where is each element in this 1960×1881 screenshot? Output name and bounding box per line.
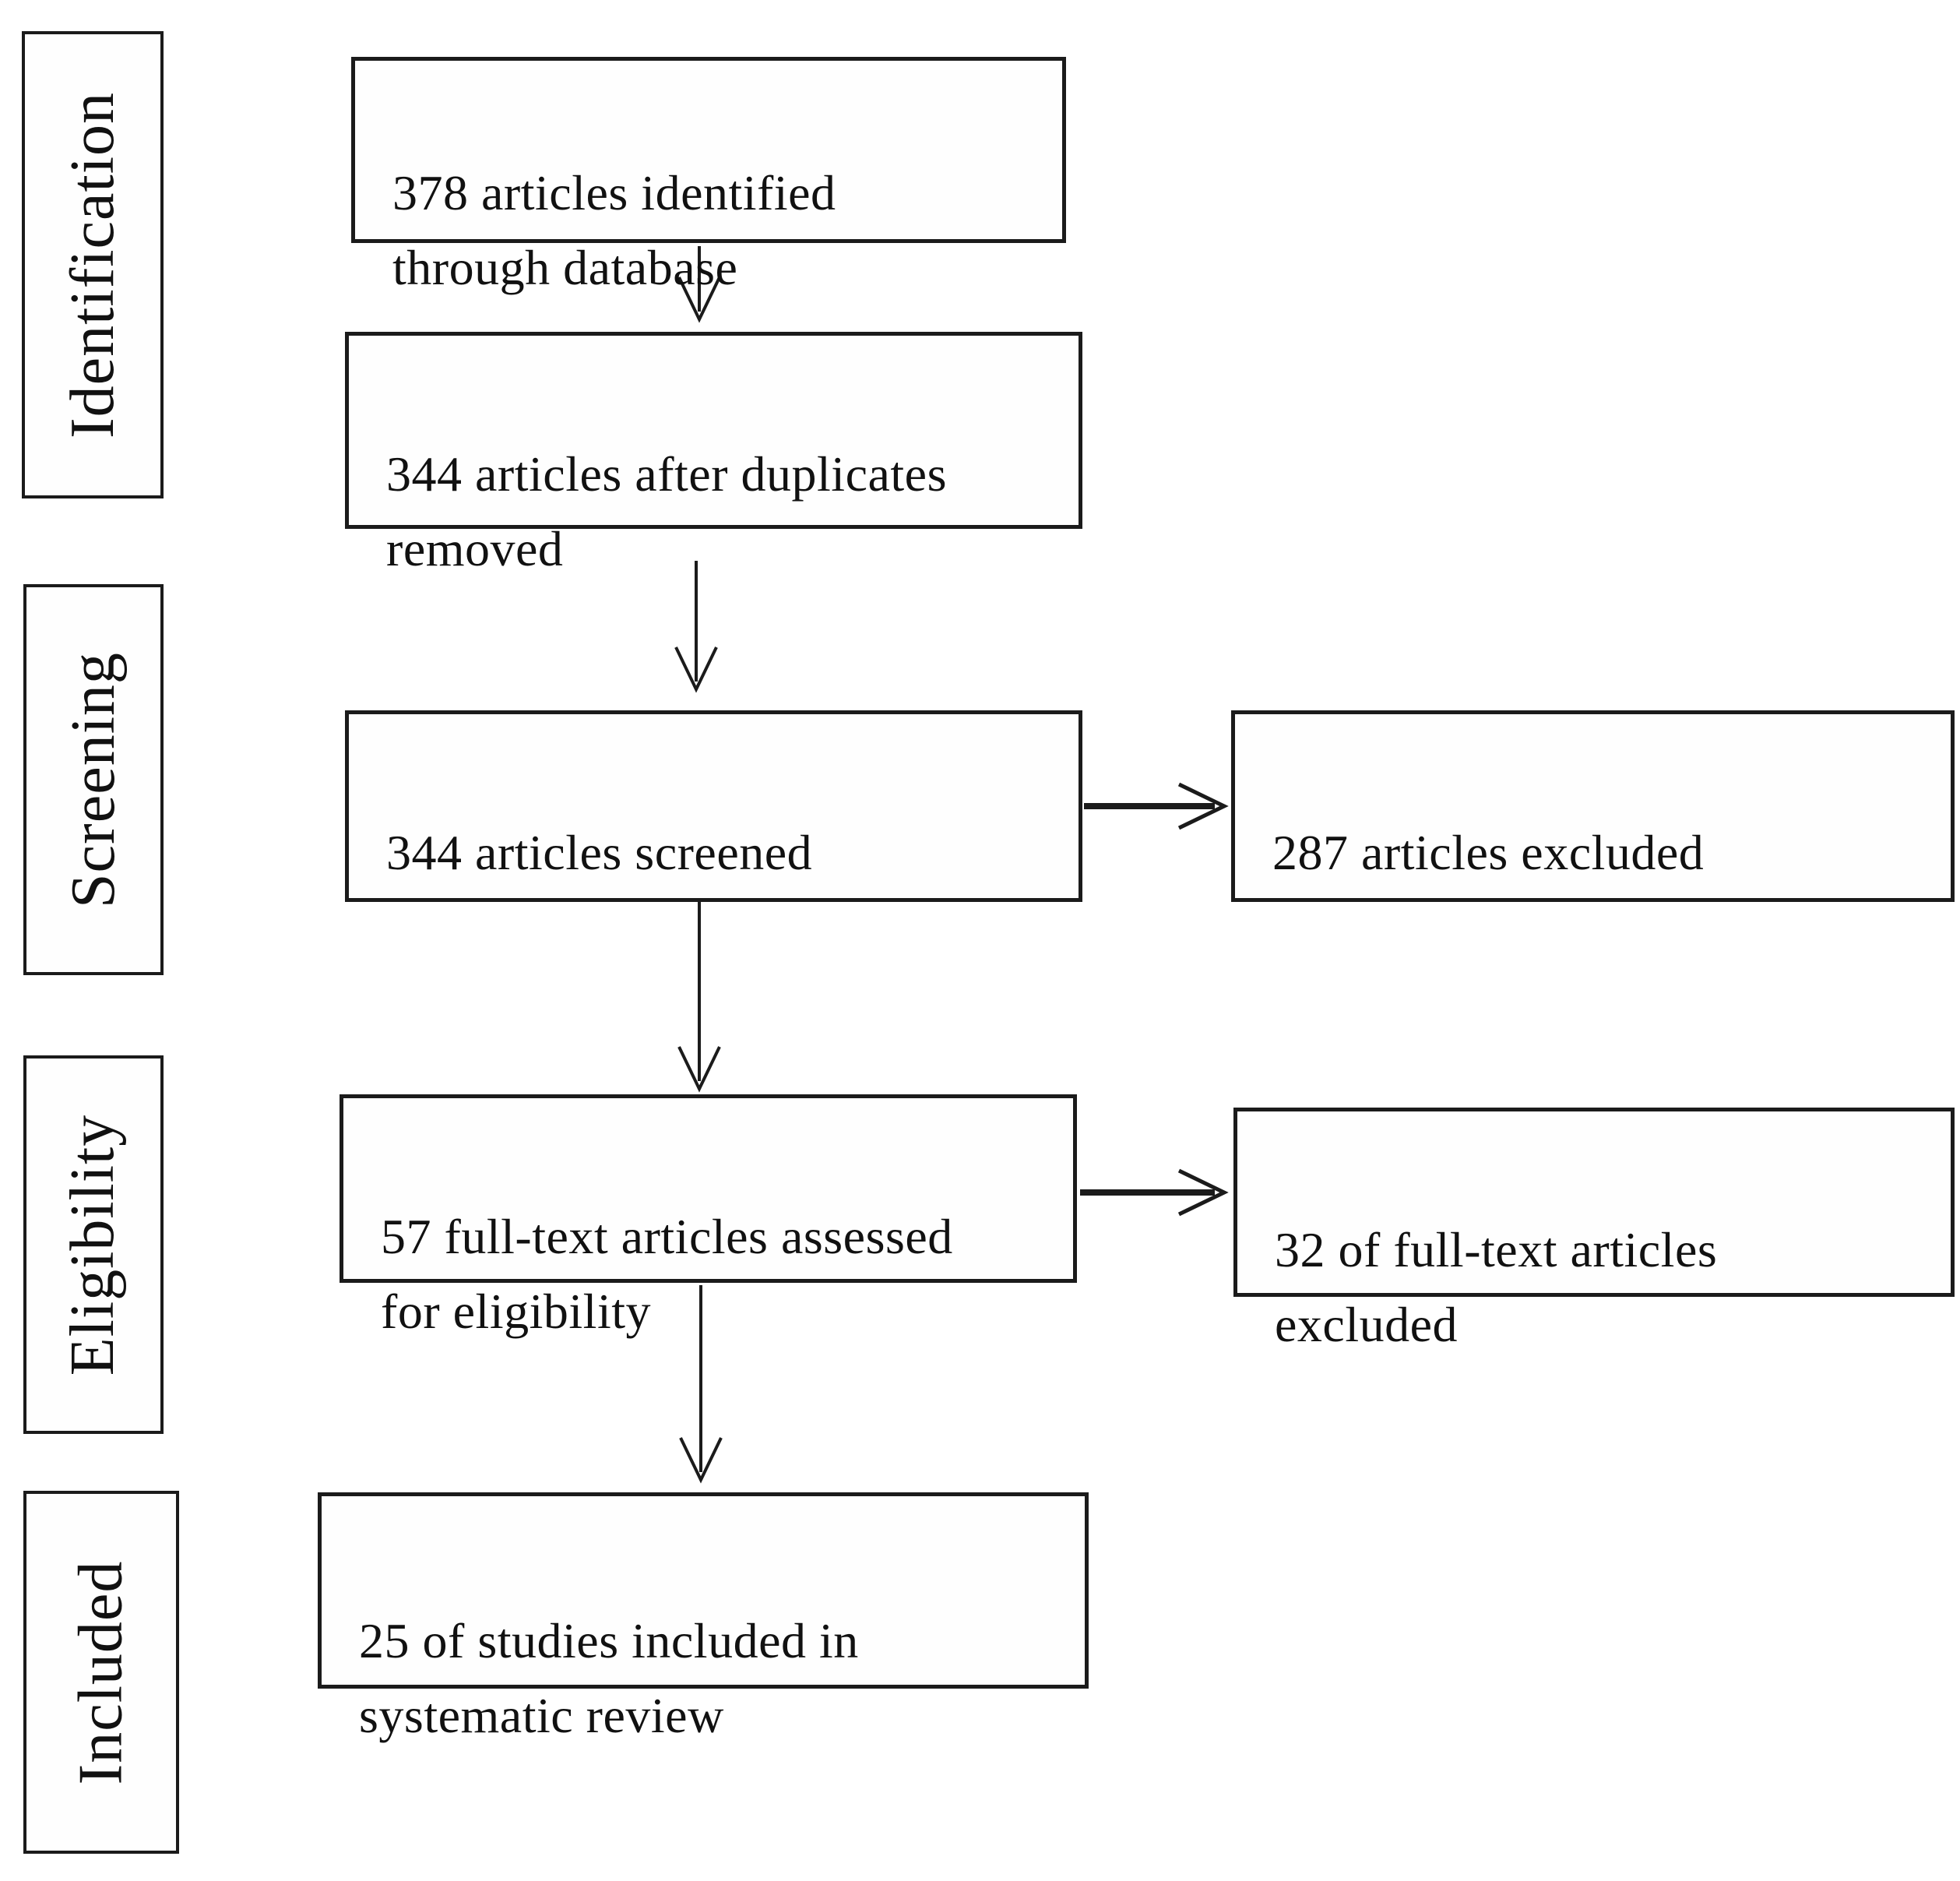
stage-label-eligibility: Eligibility bbox=[58, 1114, 128, 1376]
flow-box-screened: 344 articles screened bbox=[345, 710, 1082, 902]
stage-box-eligibility: Eligibility bbox=[23, 1055, 164, 1434]
flow-box-included-text: 25 of studies included in systematic rev… bbox=[359, 1613, 859, 1743]
arrow-fulltext-to-excluded bbox=[1080, 1168, 1229, 1217]
stage-label-identification: Identification bbox=[58, 91, 127, 439]
stage-box-screening: Screening bbox=[23, 584, 164, 975]
stage-label-included: Included bbox=[66, 1560, 135, 1784]
stage-box-identification: Identification bbox=[22, 31, 164, 498]
flow-box-included: 25 of studies included in systematic rev… bbox=[318, 1492, 1089, 1743]
arrow-deduplicated-to-screened bbox=[674, 561, 718, 693]
stage-label-screening: Screening bbox=[58, 651, 128, 908]
flow-box-identified-text: 378 articles identified through database bbox=[392, 165, 836, 295]
flow-box-identified: 378 articles identified through database bbox=[351, 57, 1066, 295]
flow-box-screening-excluded: 287 articles excluded bbox=[1231, 710, 1955, 902]
stage-box-included: Included bbox=[23, 1491, 179, 1854]
flow-box-fulltext-assessed-text: 57 full-text articles assessed for eligi… bbox=[381, 1209, 953, 1339]
arrow-fulltext-to-included bbox=[679, 1285, 723, 1484]
arrow-screened-to-excluded bbox=[1084, 782, 1229, 830]
flow-box-screening-excluded-text: 287 articles excluded bbox=[1272, 825, 1705, 880]
flow-box-fulltext-excluded-text: 32 of full-text articles excluded bbox=[1275, 1222, 1718, 1352]
flow-box-deduplicated-text: 344 articles after duplicates removed bbox=[386, 446, 947, 576]
flow-box-fulltext-excluded: 32 of full-text articles excluded bbox=[1233, 1108, 1955, 1352]
flow-box-fulltext-assessed: 57 full-text articles assessed for eligi… bbox=[340, 1094, 1077, 1339]
flow-box-deduplicated: 344 articles after duplicates removed bbox=[345, 332, 1082, 576]
arrow-screened-to-fulltext bbox=[677, 902, 721, 1093]
flow-box-screened-text: 344 articles screened bbox=[386, 825, 813, 880]
